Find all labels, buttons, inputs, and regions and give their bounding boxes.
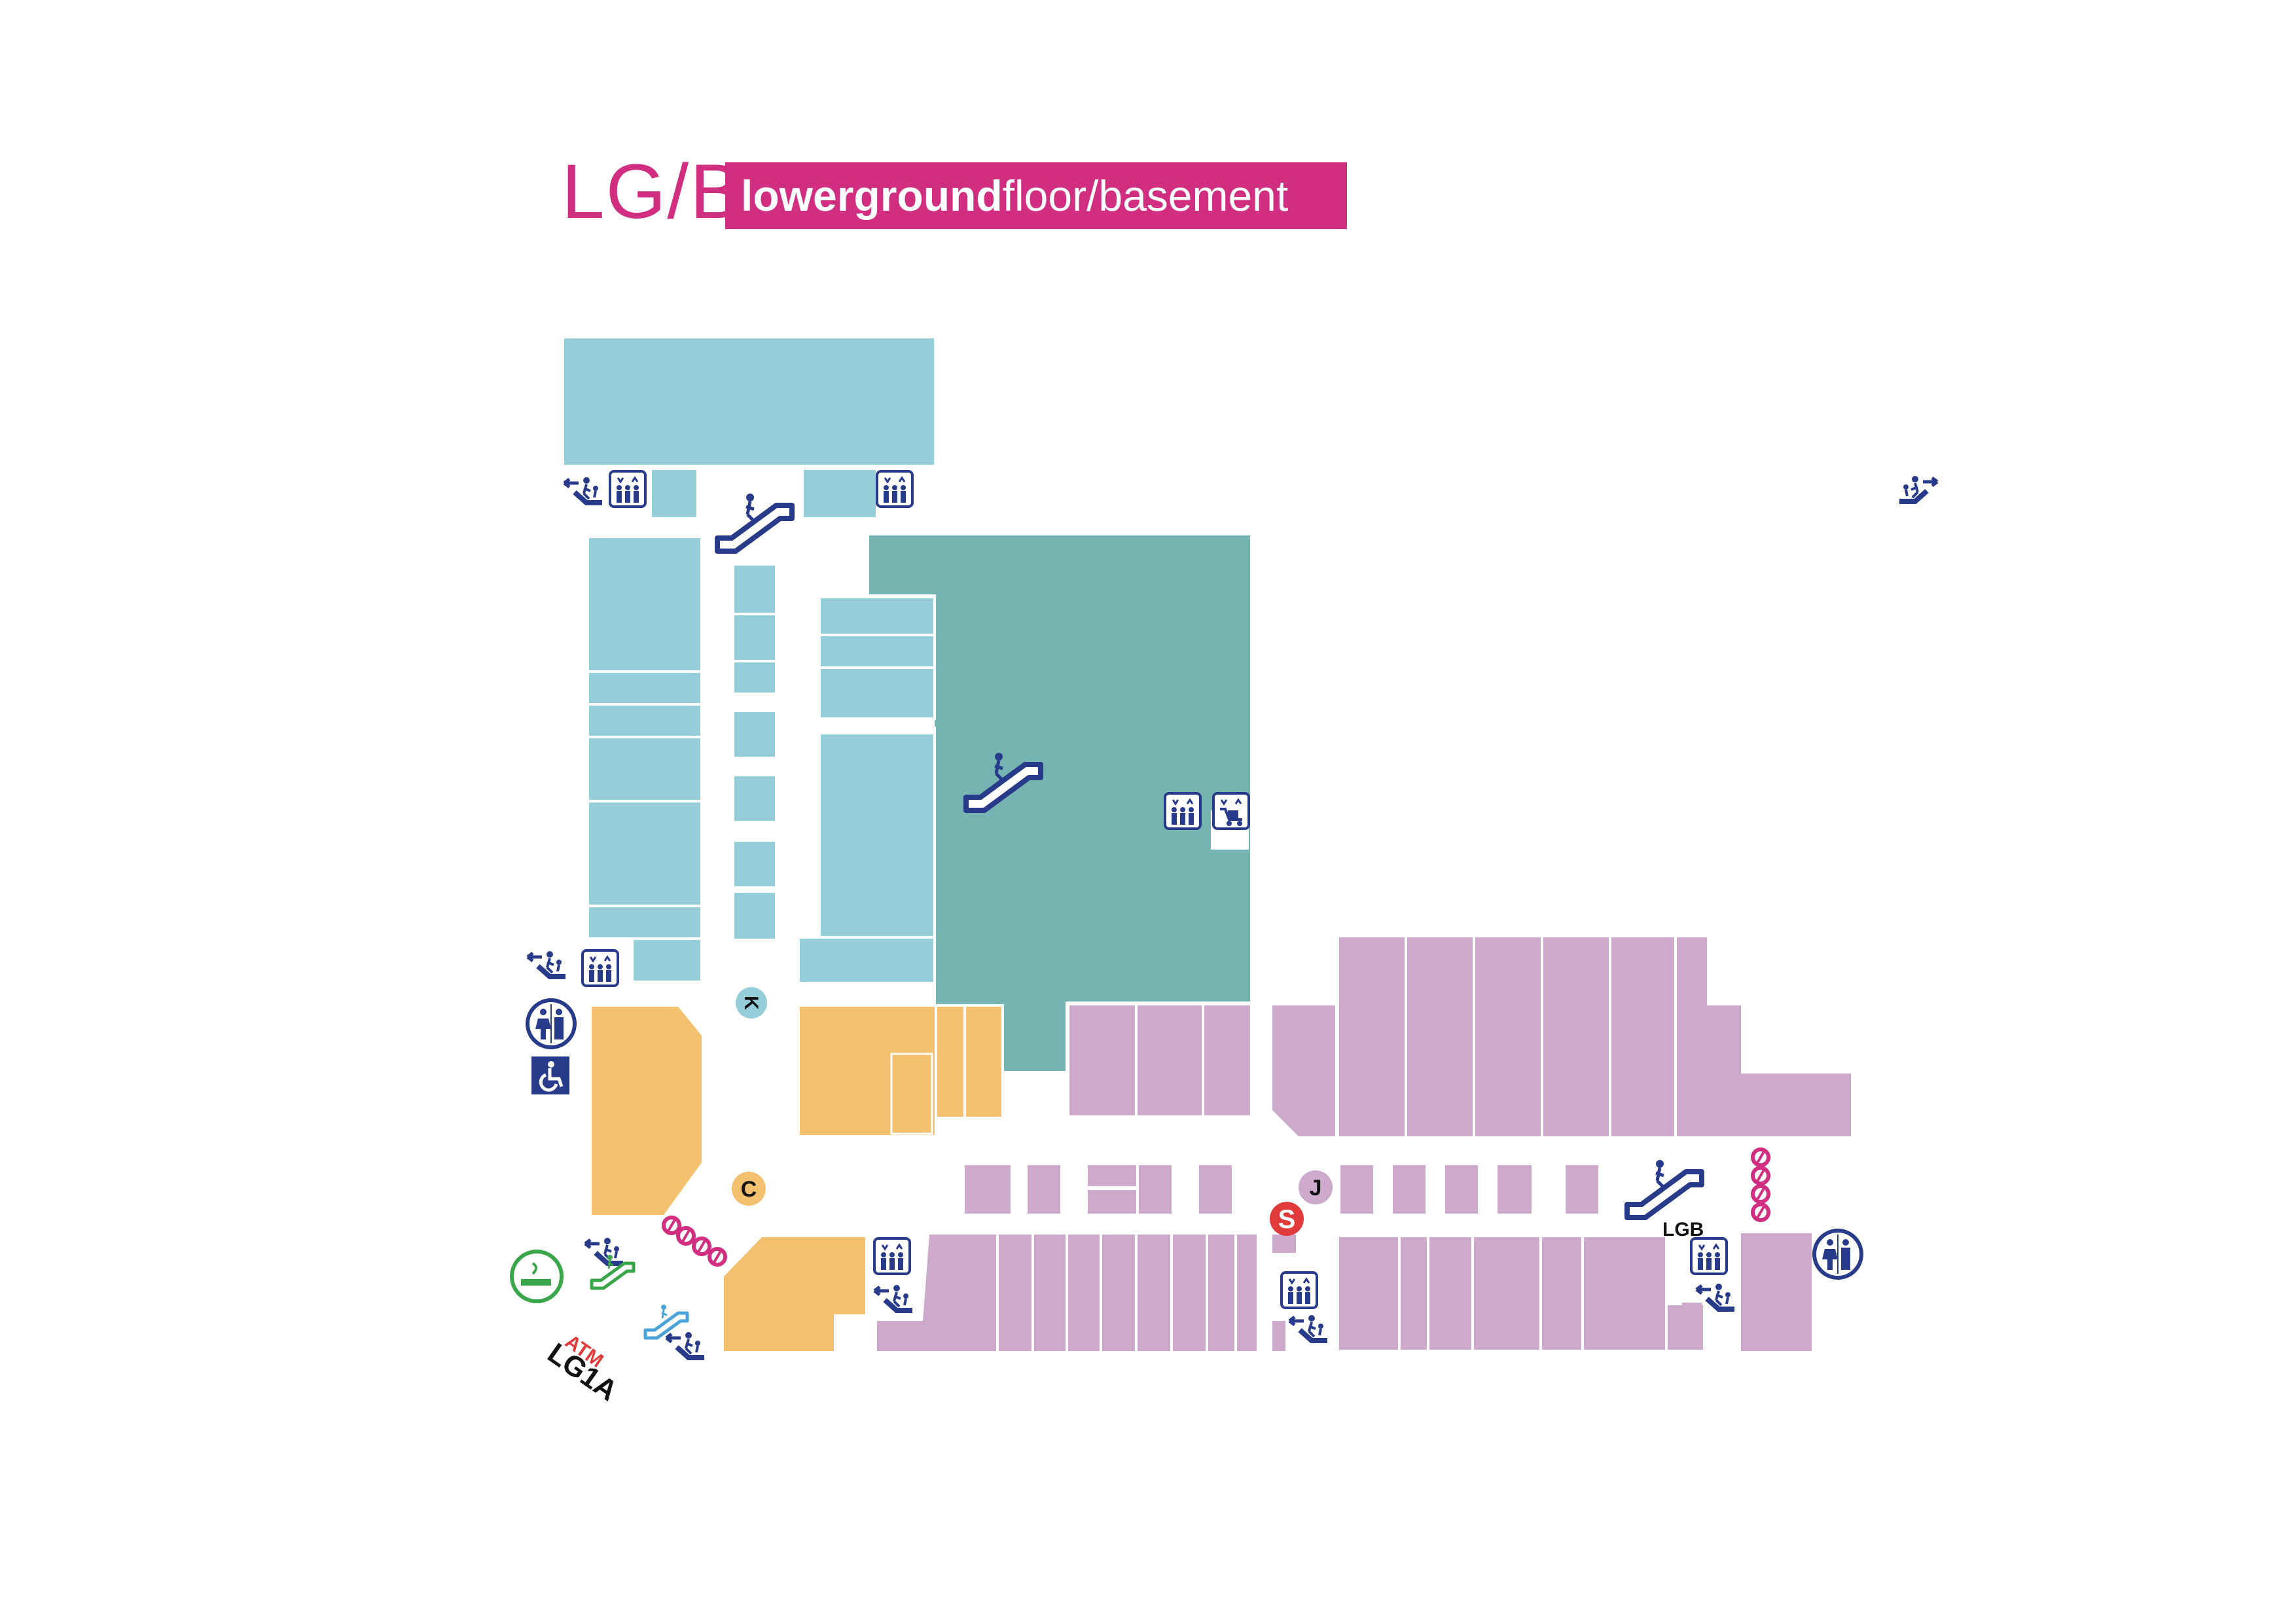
floor-title-bold: lowerground xyxy=(741,171,1003,220)
marker-c: C xyxy=(732,1172,766,1206)
stairs-icon xyxy=(564,477,602,503)
escalator-icon xyxy=(1627,1160,1702,1218)
lift-icon xyxy=(876,470,914,508)
lift-icon xyxy=(1164,792,1202,830)
stairs-icon xyxy=(1289,1315,1327,1341)
stairs-icon xyxy=(874,1285,912,1310)
stairs-icon xyxy=(1899,476,1937,501)
stairs-icon xyxy=(666,1332,704,1358)
marker-j-label: J xyxy=(1310,1176,1322,1200)
food-zone-orange xyxy=(592,1007,1001,1351)
toilets-icon xyxy=(528,1000,575,1047)
label-lgb: LGB xyxy=(1662,1219,1704,1240)
lift-icon xyxy=(609,470,647,508)
goods-lift-icon xyxy=(1212,792,1250,830)
lift-icon xyxy=(873,1237,911,1275)
escalator-icon xyxy=(645,1305,687,1338)
escalator-icon xyxy=(717,494,792,551)
lift-icon xyxy=(1690,1237,1728,1275)
no-smoking-icon xyxy=(510,1250,564,1303)
floor-title: lowergroundfloor/basement xyxy=(725,162,1347,229)
floor-title-rest: floor/basement xyxy=(1002,171,1289,220)
escalator-icon xyxy=(592,1255,634,1288)
marker-c-label: C xyxy=(741,1177,757,1202)
exit-icon xyxy=(1753,1149,1768,1220)
info-point: S xyxy=(1270,1202,1304,1236)
marker-j: J xyxy=(1299,1170,1333,1204)
accessible-icon xyxy=(531,1056,569,1094)
lift-icon xyxy=(581,949,619,987)
retail-zone-blue xyxy=(564,338,934,982)
svg-text:S: S xyxy=(1278,1205,1296,1234)
retail-zone-purple xyxy=(877,937,1851,1351)
lift-icon xyxy=(1280,1271,1318,1309)
marker-k-label: K xyxy=(740,996,762,1010)
anchor-store-teal xyxy=(869,535,1250,1071)
stairs-icon xyxy=(528,951,565,977)
pay-station-icon xyxy=(664,1218,725,1265)
floor-code: LG/B xyxy=(562,149,743,235)
toilets-icon xyxy=(1814,1231,1861,1278)
stairs-icon xyxy=(585,1238,623,1263)
marker-k: K xyxy=(736,987,767,1019)
